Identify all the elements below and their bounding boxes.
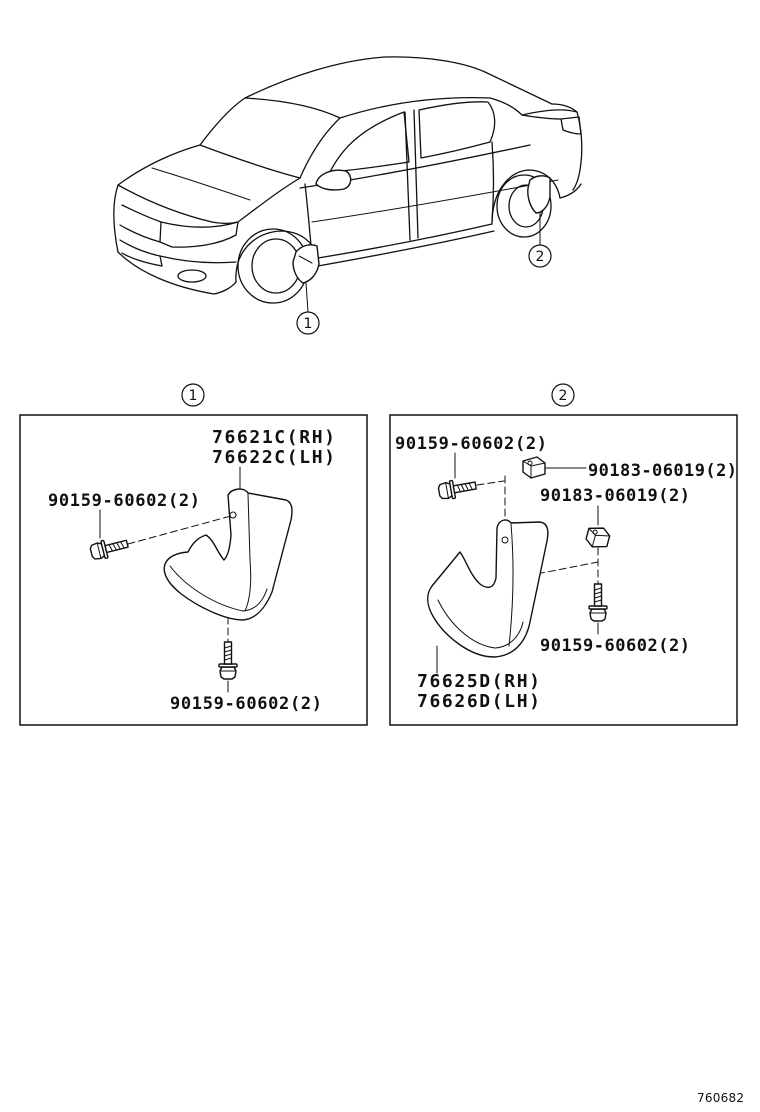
mudguard-lip <box>169 565 268 612</box>
fog-lamp <box>177 269 207 283</box>
roof-near-edge <box>339 97 523 119</box>
part-number-clip-side: 90183-06019(2) <box>540 486 690 506</box>
front-bumper <box>117 251 237 295</box>
part-number-mudguard-rh: 76621C(RH) <box>212 427 335 448</box>
panel-rear: 90159-60602(2) 90183-06019(2) 90183-0601… <box>395 434 737 712</box>
panel-front-frame <box>19 414 368 726</box>
car-illustration <box>113 56 583 313</box>
part-number-screw-bottom: 90159-60602(2) <box>540 636 690 656</box>
side-mirror <box>315 169 352 191</box>
front-grille <box>119 204 162 243</box>
rear-mudguard-illustration <box>427 519 549 658</box>
callout-front: 1 <box>296 311 320 335</box>
front-side-window <box>329 111 410 173</box>
windshield-frame <box>199 97 341 179</box>
screw-icon <box>588 583 608 622</box>
panel-front-header: 1 <box>181 383 205 407</box>
clip-nut-icon <box>583 523 612 552</box>
side-sill <box>317 223 495 267</box>
drawing-number: 760682 <box>697 1091 744 1105</box>
panel-front: 76621C(RH) 76622C(LH) 90159-60602(2) 901… <box>48 427 335 714</box>
front-nose <box>113 184 119 253</box>
mudguard-hole <box>229 511 237 519</box>
part-number-mudguard-lh: 76626D(LH) <box>417 691 540 712</box>
rear-bumper <box>559 183 582 199</box>
rear-wheel-arch <box>491 169 561 225</box>
door-lines <box>304 109 495 257</box>
panel-header-number: 2 <box>559 388 568 404</box>
mudguard-outline <box>427 519 549 658</box>
part-number-screw-top: 90159-60602(2) <box>395 434 547 454</box>
callout-number: 2 <box>536 249 545 265</box>
panel-rear-header: 2 <box>551 383 575 407</box>
rear-side-window <box>418 101 496 159</box>
callout-rear: 2 <box>528 244 552 268</box>
part-number-mudguard-lh: 76622C(LH) <box>212 447 335 468</box>
hood <box>117 144 301 225</box>
lower-intake <box>119 239 163 267</box>
screw-icon <box>218 641 238 680</box>
front-mud-flap-detail <box>298 255 313 264</box>
screw-icon <box>436 475 478 502</box>
part-number-screw-side: 90159-60602(2) <box>48 491 200 511</box>
mudguard-edge <box>244 493 252 612</box>
screw-icon <box>88 534 131 563</box>
clip-nut-icon <box>522 456 546 479</box>
callout-circle <box>528 244 552 268</box>
front-mudguard-illustration <box>163 488 293 621</box>
panel-header-circle <box>181 383 205 407</box>
panel-rear-frame <box>389 414 738 726</box>
mudguard-lip <box>437 599 524 649</box>
callout-circle <box>296 311 320 335</box>
part-number-clip-top: 90183-06019(2) <box>588 461 737 481</box>
callout-number: 1 <box>304 316 313 332</box>
assembly-line-side <box>127 515 232 545</box>
panel-header-number: 1 <box>189 388 198 404</box>
hood-crease <box>151 167 251 201</box>
mudguard-outline <box>163 488 293 621</box>
panel-header-circle <box>551 383 575 407</box>
tail-light <box>560 116 582 135</box>
callout-front-leader <box>305 282 309 313</box>
part-number-mudguard-rh: 76625D(RH) <box>417 671 540 692</box>
roof-line <box>244 56 553 105</box>
trunk-lid <box>521 103 578 120</box>
assembly-line-top-screw <box>476 480 505 486</box>
front-mud-flap-location <box>292 244 320 284</box>
rear-tire <box>496 174 552 238</box>
rear-end <box>572 111 583 191</box>
mudguard-edge <box>508 523 514 647</box>
part-number-screw-bottom: 90159-60602(2) <box>170 694 322 714</box>
rear-mud-flap-location <box>527 175 551 214</box>
headlight <box>159 221 239 248</box>
mudguard-hole <box>501 536 509 544</box>
